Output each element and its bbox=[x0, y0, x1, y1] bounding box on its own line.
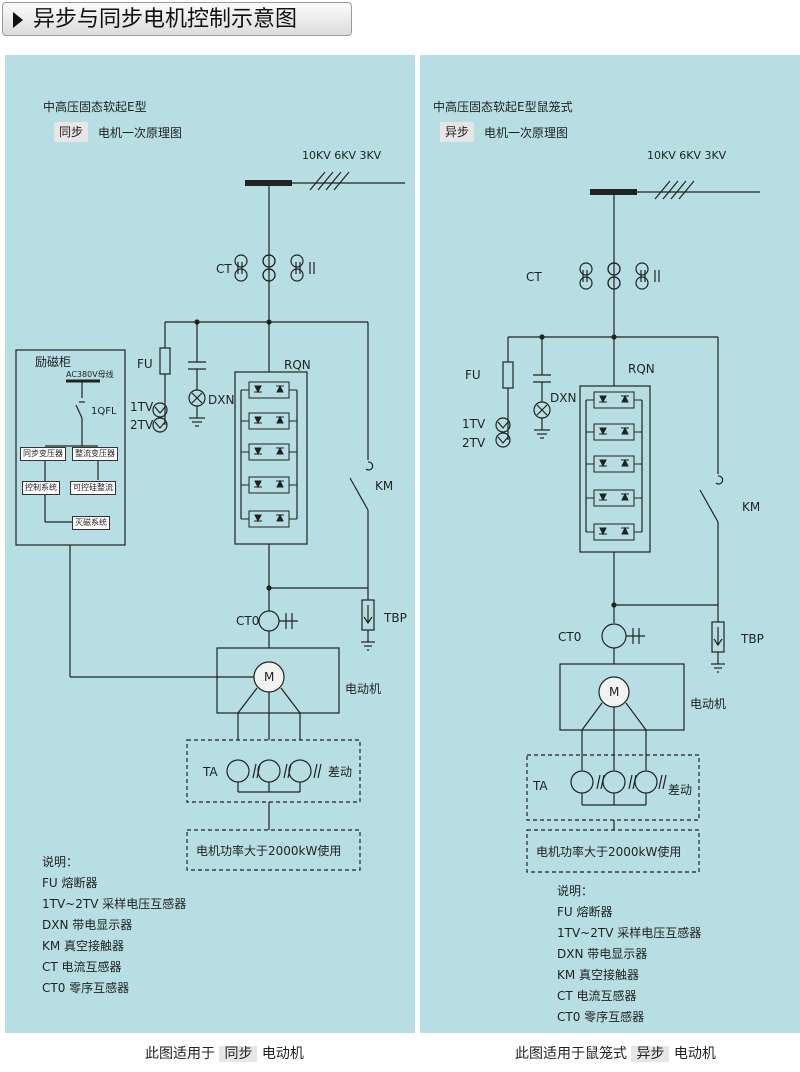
left-rqn-box bbox=[234, 371, 308, 545]
left-power-note-box bbox=[186, 829, 361, 871]
sync-transformer-box: 同步变压器 bbox=[20, 447, 66, 461]
left-km-label: KM bbox=[375, 479, 394, 493]
right-footer-caption: 此图适用于鼠笼式 异步 电动机 bbox=[515, 1043, 716, 1065]
asynchronous-diagram-panel bbox=[420, 55, 800, 1033]
right-ct-label: CT bbox=[526, 270, 542, 284]
right-notes: 说明： FU 熔断器 1TV~2TV 采样电压互感器 DXN 带电显示器 KM … bbox=[557, 881, 701, 1028]
rect-transformer-box: 整流变压器 bbox=[72, 447, 118, 461]
left-title-line2: 电机一次原理图 bbox=[98, 126, 183, 140]
left-footer-post: 电动机 bbox=[261, 1046, 304, 1062]
left-km-contact bbox=[349, 477, 369, 511]
excitation-cabinet bbox=[15, 349, 126, 546]
excitation-title: 励磁柜 bbox=[35, 355, 72, 369]
left-title-line1: 中高压固态软起E型 bbox=[43, 100, 147, 114]
left-footer-pre: 此图适用于 bbox=[145, 1046, 215, 1062]
left-tv1-label: 1TV bbox=[130, 400, 154, 414]
left-footer-caption: 此图适用于 同步 电动机 bbox=[145, 1043, 304, 1065]
note-line: CT0 零序互感器 bbox=[557, 1010, 645, 1024]
note-line: FU 熔断器 bbox=[42, 876, 98, 890]
left-ta-label: TA bbox=[203, 765, 218, 779]
right-rqn-label: RQN bbox=[628, 362, 655, 376]
right-km-label: KM bbox=[742, 500, 761, 514]
right-tbp-label: TBP bbox=[741, 632, 764, 646]
right-tv2-label: 2TV bbox=[462, 436, 486, 450]
note-line: 1TV~2TV 采样电压互感器 bbox=[557, 926, 702, 940]
left-ct0 bbox=[258, 610, 280, 632]
note-line: DXN 带电显示器 bbox=[557, 947, 648, 961]
left-notes: 说明： FU 熔断器 1TV~2TV 采样电压互感器 DXN 带电显示器 KM … bbox=[42, 852, 186, 999]
excitation-breaker-label: 1QFL bbox=[91, 406, 117, 417]
left-tv2 bbox=[152, 417, 168, 433]
left-rqn-label: RQN bbox=[284, 358, 311, 372]
left-tbp-label: TBP bbox=[384, 611, 407, 625]
left-type-tag: 同步 bbox=[54, 122, 89, 142]
right-footer-tag: 异步 bbox=[631, 1046, 670, 1062]
left-power-note: 电机功率大于2000kW使用 bbox=[196, 844, 342, 858]
left-motor-box bbox=[216, 647, 340, 714]
right-diagram bbox=[495, 180, 760, 873]
demag-system-box: 灭磁系统 bbox=[72, 516, 110, 530]
note-line: DXN 带电显示器 bbox=[42, 918, 133, 932]
note-line: CT0 零序互感器 bbox=[42, 981, 130, 995]
right-tv1-label: 1TV bbox=[462, 417, 486, 431]
left-diagram bbox=[15, 171, 405, 871]
right-title-line1: 中高压固态软起E型鼠笼式 bbox=[433, 100, 573, 114]
left-motor-label: 电动机 bbox=[345, 682, 382, 696]
right-slash-marks bbox=[654, 180, 695, 200]
right-power-note: 电机功率大于2000kW使用 bbox=[536, 845, 682, 859]
right-ct0-label: CT0 bbox=[558, 630, 582, 644]
note-line: KM 真空接触器 bbox=[42, 939, 125, 953]
left-slash-marks bbox=[309, 171, 350, 191]
left-fu-label: FU bbox=[137, 357, 153, 371]
left-ta-dashed-box bbox=[186, 739, 361, 803]
left-tv1 bbox=[152, 402, 168, 418]
left-tv2-label: 2TV bbox=[130, 418, 154, 432]
right-type-tag: 异步 bbox=[440, 122, 475, 142]
right-motor-symbol: M bbox=[609, 685, 620, 699]
right-ta-label: TA bbox=[533, 779, 548, 793]
right-footer-post: 电动机 bbox=[673, 1046, 716, 1062]
note-line: 1TV~2TV 采样电压互感器 bbox=[42, 897, 187, 911]
note-line: KM 真空接触器 bbox=[557, 968, 640, 982]
note-line: 说明： bbox=[557, 884, 594, 898]
right-footer-pre: 此图适用于鼠笼式 bbox=[515, 1046, 627, 1062]
excitation-bus-label: AC380V母线 bbox=[66, 370, 114, 379]
left-ct-group bbox=[234, 254, 315, 282]
note-line: 说明： bbox=[42, 855, 79, 869]
note-line: CT 电流互感器 bbox=[42, 960, 122, 974]
right-title-line2: 电机一次原理图 bbox=[484, 126, 569, 140]
left-dxn-label: DXN bbox=[208, 393, 235, 407]
right-motor-label: 电动机 bbox=[690, 697, 727, 711]
note-line: FU 熔断器 bbox=[557, 905, 613, 919]
left-ct0-label: CT0 bbox=[236, 614, 260, 628]
note-line: CT 电流互感器 bbox=[557, 989, 637, 1003]
right-diff-label: 差动 bbox=[668, 783, 693, 797]
left-voltage-label: 10KV 6KV 3KV bbox=[302, 149, 382, 162]
section-title-tab: 异步与同步电机控制示意图 bbox=[2, 2, 352, 36]
control-system-box: 控制系统 bbox=[22, 481, 60, 495]
left-diff-label: 差动 bbox=[328, 765, 353, 779]
left-fuse bbox=[159, 347, 171, 375]
triangle-bullet-icon bbox=[13, 12, 23, 28]
right-voltage-label: 10KV 6KV 3KV bbox=[647, 149, 727, 162]
right-dxn-label: DXN bbox=[550, 391, 577, 405]
thyristor-rectifier-box: 可控硅整流 bbox=[70, 481, 116, 495]
left-motor-symbol: M bbox=[264, 670, 275, 684]
left-ct-label: CT bbox=[216, 262, 232, 276]
page-title: 异步与同步电机控制示意图 bbox=[33, 7, 298, 32]
left-footer-tag: 同步 bbox=[219, 1046, 258, 1062]
right-fu-label: FU bbox=[465, 368, 481, 382]
